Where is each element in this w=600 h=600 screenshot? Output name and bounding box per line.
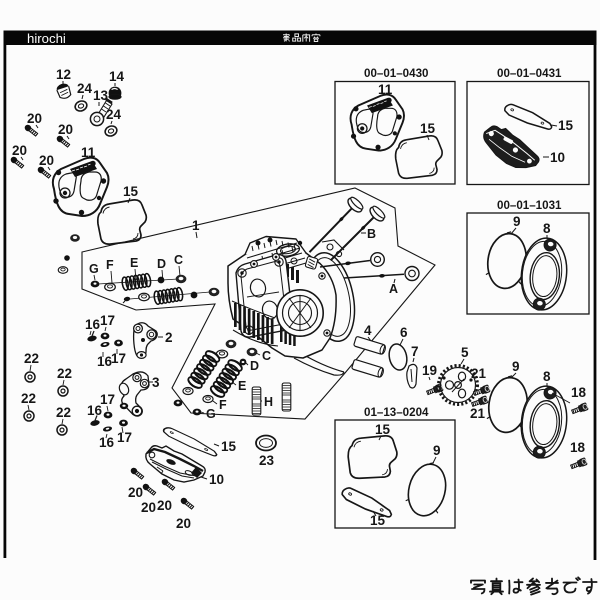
svg-text:D: D <box>157 257 166 271</box>
svg-text:19: 19 <box>422 363 437 378</box>
svg-text:20: 20 <box>27 111 42 126</box>
svg-text:13: 13 <box>93 88 109 103</box>
svg-text:22: 22 <box>24 351 39 366</box>
svg-text:9: 9 <box>433 443 441 458</box>
svg-text:14: 14 <box>109 69 125 84</box>
svg-text:E: E <box>238 379 246 393</box>
svg-text:F: F <box>106 258 114 272</box>
svg-text:4: 4 <box>364 323 372 338</box>
svg-text:16: 16 <box>99 435 115 450</box>
svg-text:9: 9 <box>513 214 521 229</box>
svg-text:23: 23 <box>259 453 275 468</box>
svg-text:00–01–0431: 00–01–0431 <box>497 67 562 80</box>
svg-text:16: 16 <box>97 354 113 369</box>
svg-text:7: 7 <box>411 344 419 359</box>
svg-text:15: 15 <box>123 184 139 199</box>
svg-text:11: 11 <box>378 82 393 97</box>
svg-text:15: 15 <box>420 121 436 136</box>
svg-text:20: 20 <box>176 516 191 531</box>
svg-text:C: C <box>174 253 183 267</box>
svg-text:20: 20 <box>58 122 73 137</box>
svg-text:15: 15 <box>558 118 574 133</box>
svg-text:2: 2 <box>165 330 173 345</box>
svg-text:8: 8 <box>543 221 551 236</box>
svg-text:H: H <box>264 395 273 409</box>
svg-text:00–01–1031: 00–01–1031 <box>497 199 562 212</box>
svg-text:10: 10 <box>550 150 565 165</box>
svg-text:21: 21 <box>470 406 486 421</box>
svg-text:01–13–0204: 01–13–0204 <box>364 406 429 419</box>
svg-text:E: E <box>130 256 138 270</box>
svg-text:22: 22 <box>57 366 72 381</box>
svg-text:8: 8 <box>543 369 551 384</box>
svg-text:1: 1 <box>192 218 200 233</box>
svg-text:17: 17 <box>100 313 115 328</box>
svg-text:20: 20 <box>12 143 27 158</box>
svg-text:20: 20 <box>39 153 54 168</box>
svg-text:00–01–0430: 00–01–0430 <box>364 67 428 80</box>
svg-text:18: 18 <box>570 440 586 455</box>
svg-text:D: D <box>250 359 259 373</box>
svg-text:22: 22 <box>56 405 71 420</box>
svg-text:17: 17 <box>111 351 126 366</box>
svg-text:B: B <box>367 227 376 241</box>
svg-text:20: 20 <box>128 485 143 500</box>
svg-text:12: 12 <box>56 67 71 82</box>
svg-text:16: 16 <box>85 317 101 332</box>
svg-text:G: G <box>206 407 216 421</box>
svg-text:15: 15 <box>221 439 237 454</box>
svg-text:22: 22 <box>21 391 36 406</box>
svg-text:F: F <box>219 398 227 412</box>
svg-text:9: 9 <box>512 359 520 374</box>
svg-text:18: 18 <box>571 385 587 400</box>
svg-text:3: 3 <box>152 375 160 390</box>
svg-text:24: 24 <box>77 81 93 96</box>
svg-text:C: C <box>262 349 271 363</box>
svg-text:17: 17 <box>117 430 132 445</box>
svg-text:5: 5 <box>461 345 469 360</box>
svg-text:21: 21 <box>471 366 487 381</box>
svg-text:24: 24 <box>106 107 122 122</box>
svg-text:G: G <box>89 262 99 276</box>
svg-text:6: 6 <box>400 325 408 340</box>
svg-text:10: 10 <box>209 472 224 487</box>
svg-text:A: A <box>389 282 398 296</box>
svg-text:hirochi: hirochi <box>27 31 66 46</box>
svg-text:15: 15 <box>375 422 391 437</box>
svg-text:20: 20 <box>141 500 156 515</box>
svg-text:20: 20 <box>157 498 172 513</box>
svg-text:15: 15 <box>370 513 386 528</box>
svg-text:11: 11 <box>81 145 96 160</box>
svg-text:16: 16 <box>87 403 103 418</box>
svg-text:17: 17 <box>100 392 115 407</box>
